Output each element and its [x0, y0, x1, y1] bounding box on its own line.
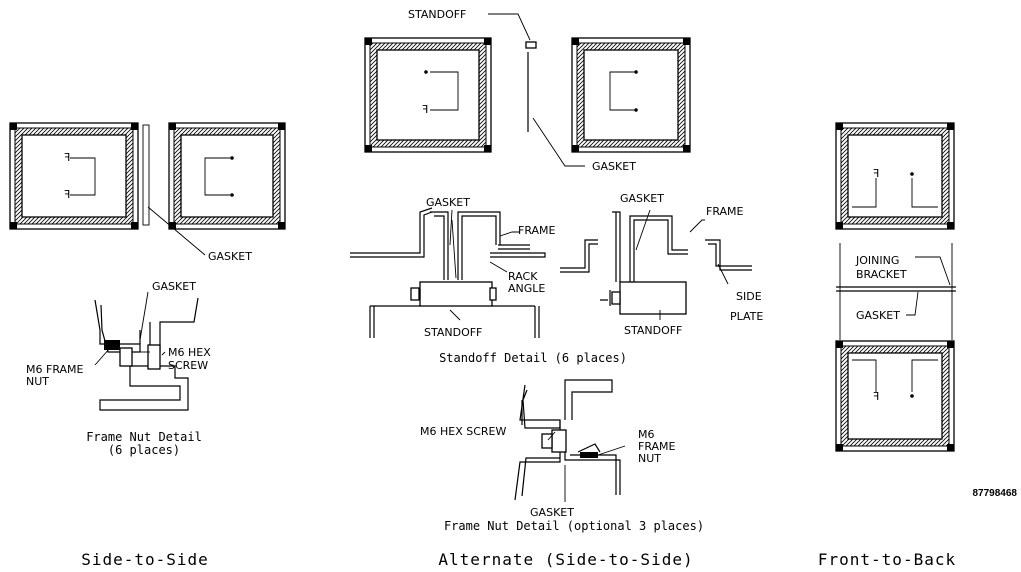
side-to-side-title: Side-to-Side	[81, 550, 209, 569]
nut-label: NUT	[638, 452, 661, 465]
cabinet-alt-left: ꟻ	[364, 37, 492, 153]
front-to-back-title: Front-to-Back	[818, 550, 956, 569]
m6-hex-screw-label: M6 HEX SCREW	[420, 425, 506, 438]
bracket-symbol: ꟻ	[422, 103, 428, 116]
gasket-strip	[142, 124, 150, 226]
figure-number: 87798468	[973, 488, 1018, 499]
frame-nut-detail-optional	[514, 379, 621, 501]
frame-nut-detail-places: (6 places)	[108, 443, 180, 457]
frame-nut-detail	[94, 297, 199, 411]
frame-nut-detail-caption: Frame Nut Detail	[86, 430, 202, 444]
rack-angle-label-2: ANGLE	[508, 282, 545, 295]
bracket-symbol: ꟻ	[873, 390, 879, 403]
cabinet-right	[168, 122, 286, 230]
gasket-label: GASKET	[856, 309, 900, 322]
side-to-side-view: ꟻ ꟻ GASKET	[9, 122, 286, 569]
side-plate-label-2: PLATE	[730, 310, 763, 323]
cabinet-left: ꟻ ꟻ	[9, 122, 139, 230]
frame-label: FRAME	[518, 224, 556, 237]
bracket-symbol: ꟻ	[64, 188, 70, 201]
gasket-label: GASKET	[530, 506, 574, 519]
cabinet-front: ꟻ	[835, 122, 955, 230]
m6-frame-nut-label: M6 FRAME	[26, 363, 84, 376]
frame-label: FRAME	[638, 440, 676, 453]
joining-bracket-label-2: BRACKET	[856, 268, 907, 281]
alternate-title: Alternate (Side-to-Side)	[438, 550, 693, 569]
nut-label: NUT	[26, 375, 49, 388]
bracket-symbol: ꟻ	[873, 167, 879, 180]
m6-label: M6	[638, 428, 655, 441]
gasket-label: GASKET	[620, 192, 664, 205]
alternate-view: ꟻ STANDOFF GASKET	[350, 8, 763, 569]
gasket-label: GASKET	[592, 160, 636, 173]
standoff-label: STANDOFF	[424, 326, 482, 339]
side-plate-label-1: SIDE	[736, 290, 762, 303]
screw-label: SCREW	[168, 359, 208, 372]
joining-bracket-label-1: JOINING	[855, 254, 899, 267]
rack-angle-label-1: RACK	[508, 270, 538, 283]
standoff-detail-right	[560, 211, 752, 315]
standoff-detail-caption: Standoff Detail (6 places)	[439, 351, 627, 365]
cabinet-alt-right	[571, 37, 691, 153]
gasket-label: GASKET	[208, 250, 252, 263]
standoff-detail-left	[350, 207, 546, 338]
standoff-label: STANDOFF	[408, 8, 466, 21]
standoff-block	[525, 41, 537, 49]
gasket-label: GASKET	[152, 280, 196, 293]
front-to-back-view: ꟻ JOINING BRACKET GASKET ꟻ 87798468 Fron…	[818, 122, 1018, 569]
m6-hex-screw-label: M6 HEX	[168, 346, 211, 359]
bracket-symbol: ꟻ	[64, 151, 70, 164]
frame-label: FRAME	[706, 205, 744, 218]
cabinet-back: ꟻ	[835, 340, 955, 452]
frame-nut-detail-optional-caption: Frame Nut Detail (optional 3 places)	[444, 519, 704, 533]
standoff-label: STANDOFF	[624, 324, 682, 337]
gasket-label: GASKET	[426, 196, 470, 209]
